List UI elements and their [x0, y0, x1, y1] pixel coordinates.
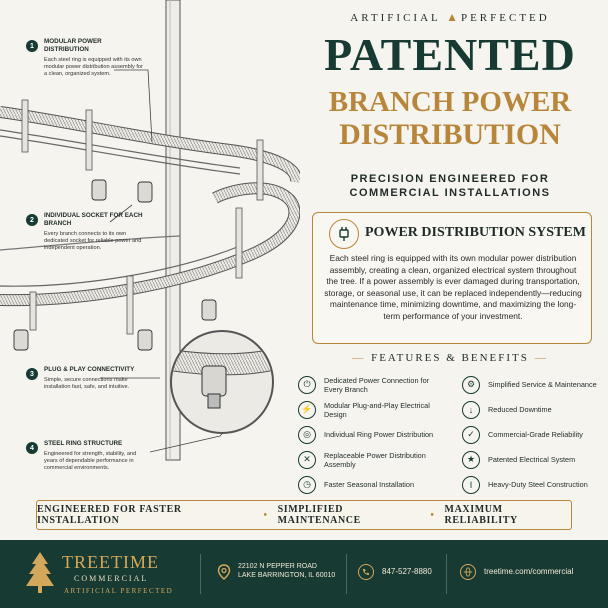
features-left-list: ⏻ Dedicated Power Connection for Every Br… [298, 372, 448, 497]
globe-icon [460, 564, 476, 580]
brand-line: ARTIFICIAL ▲ PERFECTED [292, 10, 608, 25]
tagline-line1: PRECISION ENGINEERED FOR [350, 173, 550, 185]
callout-steel-ring: 4 Steel Ring Structure Engineered for st… [26, 440, 146, 472]
feature-label: Modular Plug-and-Play Electrical Design [324, 400, 430, 419]
gear-icon: ⚙ [462, 375, 480, 394]
feature-item: ◎ Individual Ring Power Distribution [298, 422, 448, 447]
plug-in-icon: ⚡ [298, 400, 316, 419]
steel-beam-icon: I [462, 475, 480, 494]
brand-left: ARTIFICIAL [350, 12, 441, 24]
patent-badge-icon: ★ [462, 450, 480, 469]
banner-item: MAXIMUM RELIABILITY [444, 504, 518, 526]
callout-title: Steel Ring Structure [44, 440, 123, 447]
tools-icon: ✕ [298, 450, 316, 469]
location-pin-icon [216, 564, 232, 580]
callout-plug-play: 3 Plug & Play Connectivity Simple, secur… [26, 366, 146, 391]
callout-body: Each steel ring is equipped with its own… [44, 57, 143, 77]
stopwatch-icon: ◷ [298, 475, 316, 494]
feature-item: ★ Patented Electrical System [462, 447, 608, 472]
address-line2: LAKE BARRINGTON, IL 60010 [238, 572, 336, 579]
page-title: PATENTED [324, 29, 576, 80]
footer-divider [346, 554, 347, 594]
callout-title: Individual Socket For Each Branch [44, 212, 143, 227]
shield-icon: ✓ [462, 425, 480, 444]
plug-icon [329, 219, 359, 249]
benefits-banner: ENGINEERED FOR FASTER INSTALLATION • SIM… [36, 500, 572, 530]
feature-item: ↓ Reduced Downtime [462, 397, 608, 422]
page-subtitle-line2: DISTRIBUTION [339, 118, 561, 151]
power-system-panel: POWER DISTRIBUTION SYSTEM Each steel rin… [312, 212, 592, 344]
footer-address: 22102 N PEPPER ROAD LAKE BARRINGTON, IL … [238, 562, 335, 580]
callout-title: Plug & Play Connectivity [44, 366, 135, 373]
logo-name: TREETIME [62, 552, 159, 572]
callout-body: Simple, secure connections make installa… [44, 377, 130, 390]
feature-label: Heavy-Duty Steel Construction [488, 480, 588, 489]
address-line1: 22102 N PEPPER ROAD [238, 563, 317, 570]
feature-label: Replaceable Power Distribution Assembly [324, 450, 426, 469]
footer-divider [200, 554, 201, 594]
footer: TREETIME COMMERCIAL ARTIFICIAL PERFECTED… [0, 540, 608, 608]
footer-website[interactable]: treetime.com/commercial [484, 567, 574, 576]
phone-icon [358, 564, 374, 580]
callout-individual-socket: 2 Individual Socket For Each Branch Ever… [26, 212, 146, 252]
tree-logo-icon [26, 552, 54, 593]
footer-phone[interactable]: 847-527-8880 [382, 567, 432, 576]
ring-icon: ◎ [298, 425, 316, 444]
feature-item: ✓ Commercial-Grade Reliability [462, 422, 608, 447]
callout-number: 2 [26, 214, 38, 226]
callout-body: Every branch connects to its own dedicat… [44, 231, 142, 251]
banner-item: ENGINEERED FOR FASTER INSTALLATION [37, 504, 182, 526]
feature-item: ◷ Faster Seasonal Installation [298, 472, 448, 497]
feature-label: Simplified Service & Maintenance [488, 380, 597, 389]
feature-label: Individual Ring Power Distribution [324, 430, 434, 439]
brand-right: PERFECTED [460, 12, 550, 24]
feature-label: Patented Electrical System [488, 455, 576, 464]
tagline: PRECISION ENGINEERED FOR COMMERCIAL INST… [292, 172, 608, 200]
callout-number: 3 [26, 368, 38, 380]
ring-assembly-illustration [0, 0, 300, 461]
power-system-title: POWER DISTRIBUTION SYSTEM [365, 225, 586, 240]
callout-title: Modular Power Distribution [44, 38, 102, 53]
features-title: FEATURES & BENEFITS [371, 352, 529, 364]
feature-label: Dedicated Power Connection for Every Bra… [324, 375, 430, 394]
callout-number: 4 [26, 442, 38, 454]
feature-label: Reduced Downtime [488, 405, 552, 414]
callout-number: 1 [26, 40, 38, 52]
feature-label: Faster Seasonal Installation [324, 480, 415, 489]
feature-item: ⚙ Simplified Service & Maintenance [462, 372, 608, 397]
tagline-line2: COMMERCIAL INSTALLATIONS [349, 187, 551, 199]
feature-item: ✕ Replaceable Power Distribution Assembly [298, 447, 448, 472]
footer-divider [446, 554, 447, 594]
feature-item: ⏻ Dedicated Power Connection for Every Br… [298, 372, 448, 397]
feature-label: Commercial-Grade Reliability [488, 430, 583, 439]
features-right-list: ⚙ Simplified Service & Maintenance ↓ Reduc… [462, 372, 608, 497]
feature-item: ⚡ Modular Plug-and-Play Electrical Design [298, 397, 448, 422]
plug-icon: ⏻ [298, 375, 316, 394]
banner-item: SIMPLIFIED MAINTENANCE [277, 504, 361, 526]
callout-modular-power: 1 Modular Power Distribution Each steel … [26, 38, 146, 78]
logo-commercial: COMMERCIAL [74, 574, 149, 583]
power-system-body: Each steel ring is equipped with its own… [324, 253, 582, 321]
features-heading: —FEATURES & BENEFITS— [352, 352, 548, 364]
clock-down-icon: ↓ [462, 400, 480, 419]
feature-item: I Heavy-Duty Steel Construction [462, 472, 608, 497]
callout-body: Engineered for strength, stability, and … [44, 451, 137, 471]
logo-tagline: ARTIFICIAL PERFECTED [64, 587, 174, 595]
tree-icon: ▲ [446, 10, 461, 24]
page-subtitle-line1: BRANCH POWER [328, 86, 572, 118]
